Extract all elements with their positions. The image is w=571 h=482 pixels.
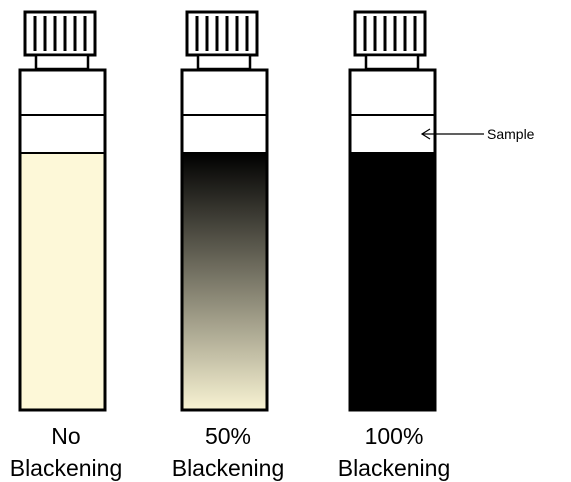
tube-100-blackening: 100% Blackening	[338, 10, 451, 481]
cap-body	[185, 10, 259, 57]
cap-neck	[34, 53, 90, 71]
tube-body	[348, 68, 437, 412]
tube-label-bottom: Blackening	[172, 455, 285, 481]
tube-body	[18, 68, 107, 412]
tube-cap	[23, 10, 97, 71]
tube-label-top: 100%	[365, 423, 424, 449]
sample-fill	[21, 153, 105, 409]
cap-body	[353, 10, 427, 57]
sample-fill	[351, 153, 435, 409]
cap-neck	[196, 53, 252, 71]
cap-ridges	[33, 16, 87, 51]
tube-no-blackening: No Blackening	[10, 10, 123, 481]
sample-callout: Sample	[420, 126, 535, 142]
arrow-left-icon	[420, 128, 431, 140]
tube-50-blackening: 50% Blackening	[172, 10, 285, 481]
tube-cap	[185, 10, 259, 71]
tube-cap	[353, 10, 427, 71]
callout-label: Sample	[487, 126, 535, 142]
tube-body	[180, 68, 269, 412]
tube-label-top: No	[51, 423, 80, 449]
tube-label-top: 50%	[205, 423, 251, 449]
cap-ridges	[363, 16, 417, 51]
tube-label-bottom: Blackening	[338, 455, 451, 481]
cap-neck	[364, 53, 420, 71]
tube-label-bottom: Blackening	[10, 455, 123, 481]
cap-ridges	[195, 16, 249, 51]
sample-fill-gradient	[183, 153, 267, 409]
